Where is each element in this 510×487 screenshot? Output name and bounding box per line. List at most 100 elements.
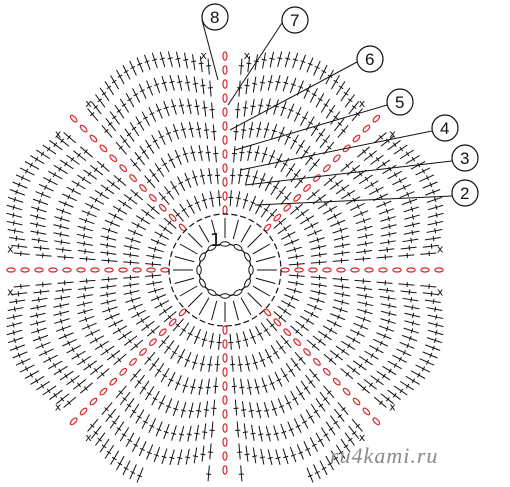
double-crochet	[330, 313, 346, 321]
stitch-tick	[262, 152, 268, 156]
double-crochet	[216, 168, 219, 185]
double-crochet	[380, 216, 396, 222]
stitch-tick	[333, 456, 339, 461]
double-crochet	[180, 401, 187, 418]
double-crochet	[280, 192, 292, 205]
double-crochet	[396, 348, 412, 357]
double-crochet	[129, 158, 142, 172]
double-crochet	[378, 325, 395, 332]
stitch-tick	[411, 320, 415, 326]
stitch-tick	[387, 239, 390, 245]
double-crochet	[6, 204, 23, 211]
stitch-tick	[182, 152, 188, 156]
stitch-tick	[323, 433, 329, 437]
stitch-tick	[410, 237, 413, 243]
stitch-tick	[310, 223, 314, 229]
double-crochet	[334, 292, 350, 297]
stitch-tick	[12, 220, 15, 226]
double-crochet	[322, 205, 338, 215]
stitch-tick	[307, 62, 313, 66]
stitch-tick	[375, 187, 379, 193]
double-crochet	[33, 290, 50, 294]
stitch-tick	[60, 318, 63, 324]
stitch-tick	[278, 345, 284, 350]
stitch-tick	[29, 372, 33, 378]
double-crochet	[306, 189, 320, 201]
double-crochet	[427, 322, 444, 328]
double-crochet	[332, 259, 349, 262]
double-crochet	[136, 467, 144, 483]
stitch-tick	[392, 142, 397, 148]
stitch-tick	[111, 456, 117, 461]
stitch-tick	[337, 314, 340, 320]
stitch-tick	[117, 327, 121, 333]
double-crochet	[101, 259, 118, 262]
double-crochet	[373, 396, 387, 408]
stitch-tick	[362, 218, 366, 224]
spoke-chain	[158, 328, 167, 337]
stitch-tick	[293, 246, 296, 252]
double-crochet	[427, 204, 444, 211]
chain-stitch	[207, 244, 217, 251]
stitch-tick	[127, 97, 133, 102]
stitch-tick	[290, 83, 296, 87]
stitch-tick	[323, 139, 328, 143]
double-crochet	[310, 283, 327, 287]
double-crochet	[405, 375, 420, 385]
round-number-circle	[386, 88, 414, 116]
stitch-tick	[333, 115, 338, 120]
chain-stitch	[199, 252, 206, 262]
double-crochet	[330, 75, 340, 90]
double-crochet	[151, 134, 160, 150]
stitch-tick	[40, 383, 45, 389]
stitch-tick	[35, 312, 39, 318]
double-crochet	[164, 340, 175, 354]
stitch-tick	[106, 235, 109, 241]
double-crochet	[89, 164, 104, 176]
petal: xx	[85, 49, 222, 222]
stitch-tick	[187, 332, 193, 336]
stitch-tick	[352, 167, 356, 172]
stitch-tick	[90, 204, 94, 210]
stitch-tick	[273, 185, 278, 190]
double-crochet	[236, 332, 241, 349]
stitch-tick	[318, 196, 322, 202]
stitch-tick	[40, 151, 45, 157]
stitch-tick	[83, 309, 86, 315]
stitch-tick	[333, 420, 338, 425]
stitch-tick	[417, 372, 421, 378]
stitch-tick	[82, 301, 85, 307]
double-crochet	[270, 124, 278, 140]
stitch-tick	[151, 363, 157, 367]
double-crochet	[341, 340, 356, 350]
stitch-tick	[264, 409, 270, 412]
double-crochet	[118, 199, 133, 210]
double-crochet	[100, 235, 117, 241]
double-crochet	[129, 403, 140, 418]
stitch-tick	[405, 383, 410, 389]
double-crochet	[236, 102, 239, 119]
double-crochet	[299, 315, 315, 325]
double-crochet	[312, 335, 327, 346]
stitch-tick	[282, 162, 288, 166]
stitch-tick	[110, 314, 113, 320]
double-crochet	[245, 78, 249, 95]
stitch-tick	[337, 122, 343, 126]
stitch-tick	[152, 139, 158, 143]
callout-leader	[201, 19, 219, 81]
double-crochet	[119, 98, 130, 113]
double-crochet	[258, 425, 263, 442]
stitch-tick	[67, 340, 71, 346]
double-crochet	[6, 329, 23, 336]
stitch-tick	[106, 450, 112, 455]
stitch-tick	[302, 420, 308, 424]
stitch-tick	[58, 368, 62, 374]
double-crochet	[43, 177, 58, 186]
double-crochet	[242, 331, 249, 347]
double-crochet	[182, 377, 189, 393]
stitch-tick	[321, 69, 327, 74]
double-crochet	[420, 252, 437, 255]
double-crochet	[420, 285, 437, 288]
stitch-tick	[355, 423, 361, 428]
double-crochet	[310, 290, 327, 295]
